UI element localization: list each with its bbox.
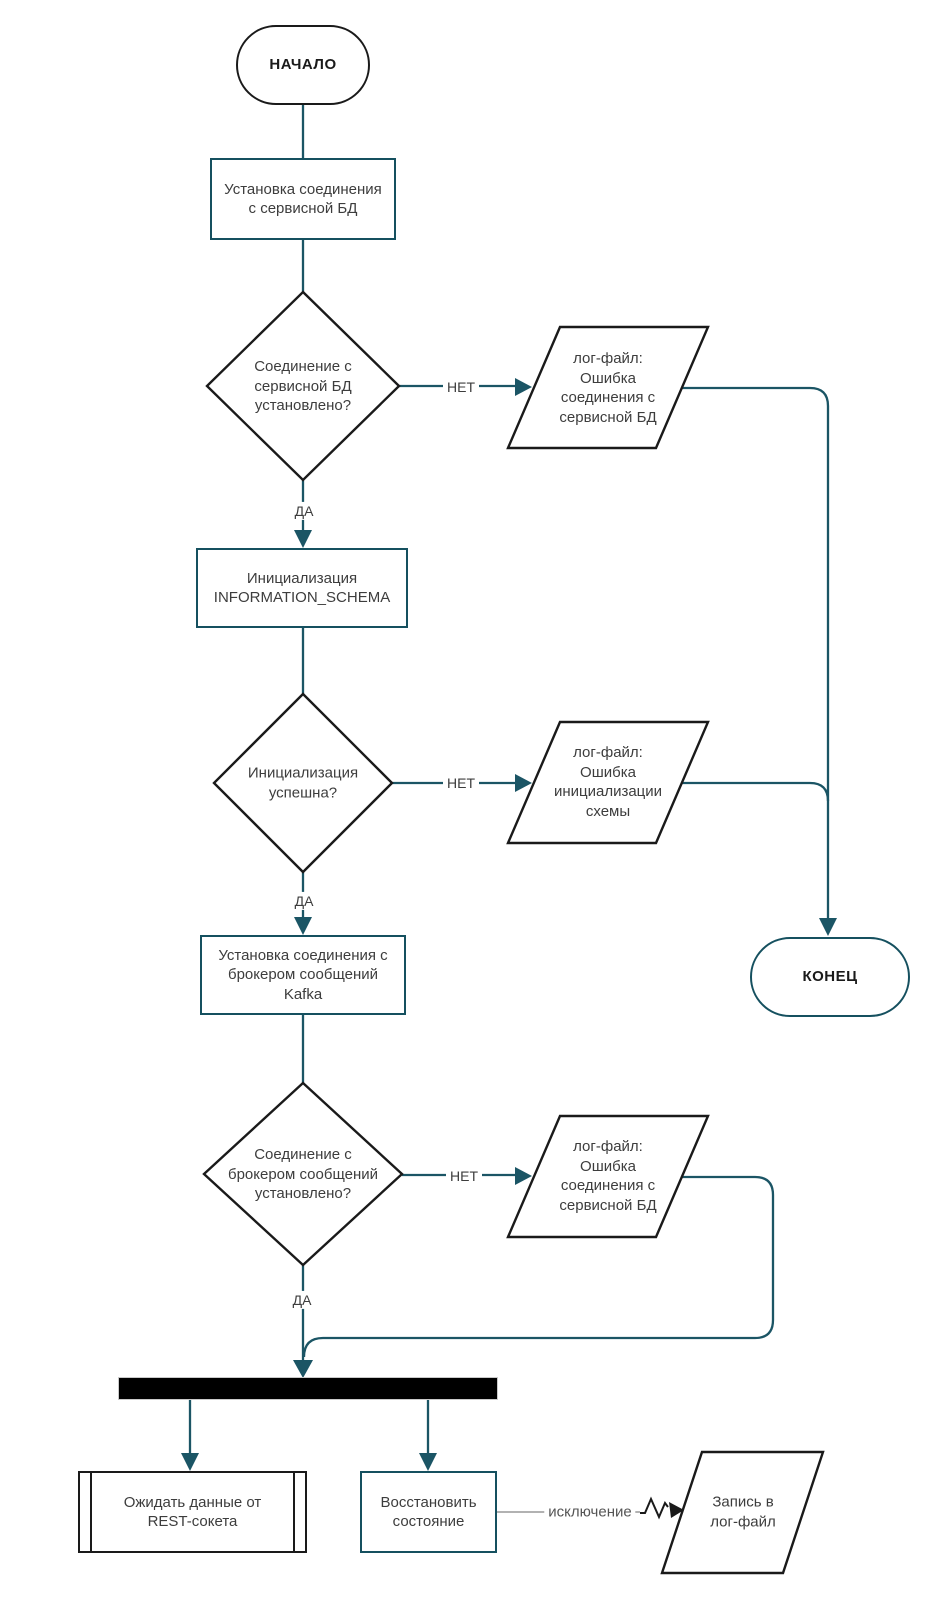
edge-label-yes-3: ДА xyxy=(288,1290,316,1310)
end-terminal: КОНЕЦ xyxy=(750,937,910,1017)
restore-state-process: Восстановить состояние xyxy=(360,1471,497,1553)
decision-init-ok-label: Инициализация успешна? xyxy=(247,764,359,802)
wait-rest-label: Ожидать данные от REST-сокета xyxy=(123,1493,262,1531)
io-log-db-error-label: лог-файл: Ошибка соединения с сервисной … xyxy=(559,350,657,426)
arrowhead-restore xyxy=(419,1453,437,1471)
edge-label-exception: исключение xyxy=(544,1502,636,1522)
arrowhead-yes1 xyxy=(294,530,312,548)
arrowhead-no2 xyxy=(515,774,532,792)
arrowhead-exception xyxy=(669,1502,684,1518)
arrowhead-no3 xyxy=(515,1167,532,1185)
arrowhead-no1 xyxy=(515,378,532,396)
connector-log3-feedback xyxy=(302,1175,775,1358)
decision-kafka-connected-shape xyxy=(202,1081,404,1267)
io-log-db-error-shape xyxy=(506,325,710,450)
connector-log2-merge xyxy=(682,781,830,802)
edge-label-yes-1: ДА xyxy=(290,501,318,521)
io-write-log-shape xyxy=(660,1450,825,1575)
subroutine-left-bar xyxy=(90,1473,92,1551)
connect-db-process: Установка соединения с сервисной БД xyxy=(210,158,396,240)
decision-init-ok-shape xyxy=(212,692,394,874)
io-log-schema-error-shape xyxy=(506,720,710,845)
fork-bar xyxy=(118,1377,498,1400)
decision-db-connected-label: Соединение с сервисной БД установлено? xyxy=(254,357,352,414)
arrowhead-yes3 xyxy=(293,1360,313,1378)
edge-label-no-1: НЕТ xyxy=(443,377,479,397)
edge-label-no-2: НЕТ xyxy=(443,773,479,793)
edge-label-yes-2: ДА xyxy=(290,891,318,911)
connect-kafka-process: Установка соединения с брокером сообщени… xyxy=(200,935,406,1015)
io-log-kafka-error-shape xyxy=(506,1114,710,1239)
decision-kafka-connected-label: Соединение с брокером сообщений установл… xyxy=(227,1145,378,1202)
init-schema-process: Инициализация INFORMATION_SCHEMA xyxy=(196,548,408,628)
arrowhead-end xyxy=(819,918,837,936)
exception-zigzag-icon xyxy=(640,1496,669,1520)
connector-log1-to-end xyxy=(682,386,830,918)
start-terminal: НАЧАЛО xyxy=(236,25,370,105)
io-write-log-label: Запись в лог-файл xyxy=(710,1493,776,1531)
edge-label-no-3: НЕТ xyxy=(446,1166,482,1186)
arrowhead-yes2 xyxy=(294,917,312,935)
wait-rest-subroutine: Ожидать данные от REST-сокета xyxy=(78,1471,307,1553)
io-log-kafka-error-label: лог-файл: Ошибка соединения с сервисной … xyxy=(559,1138,657,1214)
subroutine-right-bar xyxy=(293,1473,295,1551)
io-log-schema-error-label: лог-файл: Ошибка инициализации схемы xyxy=(553,744,663,820)
decision-db-connected-shape xyxy=(205,290,401,482)
arrowhead-wait xyxy=(181,1453,199,1471)
